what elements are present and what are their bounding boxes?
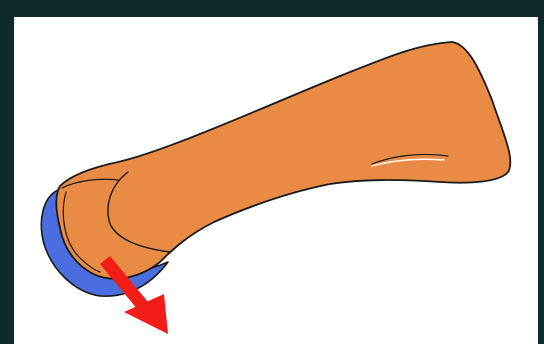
limb-drawing	[0, 0, 544, 344]
illustration-canvas	[0, 0, 544, 344]
